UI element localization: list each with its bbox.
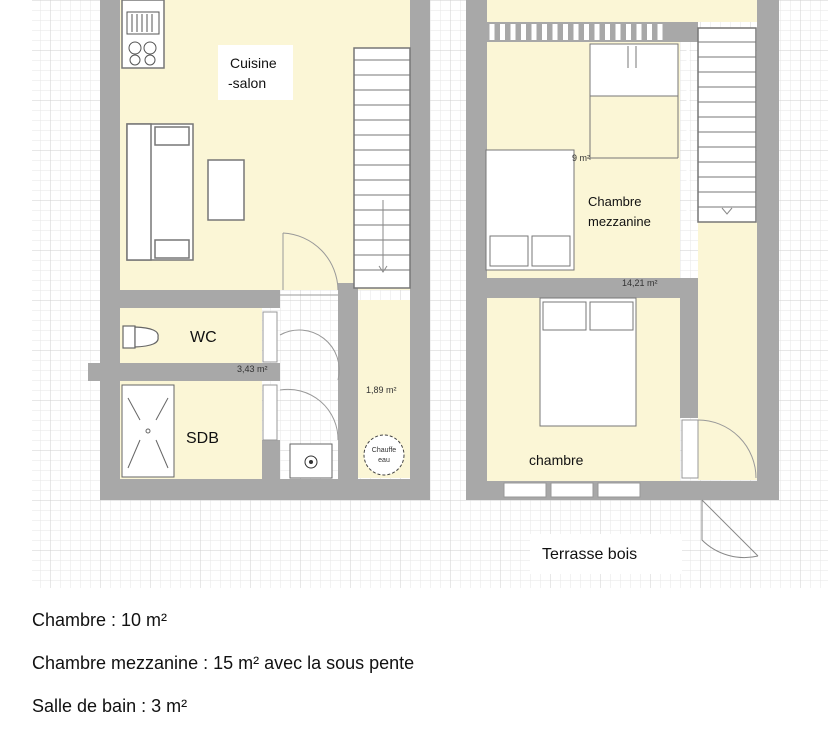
coffee-table [207, 159, 245, 221]
left-building: Cuisine -salon [88, 0, 430, 500]
area-legend: Chambre : 10 m² Chambre mezzanine : 15 m… [32, 600, 822, 729]
entry-door [701, 499, 759, 557]
left-walls [88, 0, 430, 500]
hob-burner [144, 54, 156, 66]
chambre-door-frame [681, 419, 699, 479]
right-building: 9 m² Chambre mezzanine 14,21 m² chambre [466, 0, 779, 559]
cuisine-label: Cuisine [230, 55, 277, 71]
wc-door-frame [262, 311, 278, 363]
mezz-partial-area: 9 m² [572, 153, 590, 163]
legend-sdb: Salle de bain : 3 m² [32, 696, 188, 716]
hob-burner [143, 41, 157, 55]
sdb-door-frame [262, 384, 278, 441]
corridor-floor [698, 222, 757, 480]
salon-label: -salon [228, 75, 266, 91]
chambre-door-swing [697, 419, 757, 479]
corridor-door-swing [279, 388, 339, 441]
wc-area-label: 3,43 m² [237, 364, 268, 374]
top-window [489, 24, 663, 40]
water-heater [363, 434, 405, 476]
wardrobe [589, 43, 679, 97]
wc-label: WC [190, 329, 217, 346]
mezzanine-label-2: mezzanine [588, 214, 651, 229]
drain-dot-icon [309, 460, 313, 464]
mezzanine-pillow [489, 235, 529, 267]
cuisine-door-swing [282, 232, 339, 291]
sdb-label: SDB [186, 430, 219, 447]
entry-door-swing [701, 500, 759, 559]
hob-burner [128, 41, 142, 55]
mezzanine-pillow [531, 235, 571, 267]
legend-mezzanine: Chambre mezzanine : 15 m² avec la sous p… [32, 653, 415, 673]
chambre-pillow [589, 301, 634, 331]
sofa [126, 123, 194, 261]
right-staircase [697, 27, 757, 223]
corridor-door-swing [279, 329, 340, 381]
mezzanine-label: Chambre [588, 194, 641, 209]
top-floor-strip [487, 0, 757, 22]
hob-burner [129, 54, 141, 66]
sink-grill [126, 11, 160, 35]
drain-icon [304, 455, 318, 469]
legend-chambre: Chambre : 10 m² [32, 610, 168, 630]
closet-area-label: 1,89 m² [366, 385, 397, 395]
toilet [122, 325, 159, 349]
chambre-pillow [542, 301, 587, 331]
water-heater-label: eau [378, 457, 390, 464]
left-staircase [353, 47, 411, 289]
water-heater-label: Chauffe [372, 447, 396, 454]
cuisine-label-box [218, 45, 293, 100]
floor-plan: Cuisine -salon [32, 0, 828, 588]
terrasse-label-box [530, 534, 682, 574]
terrace-doors [503, 482, 641, 498]
mezz-area-label: 14,21 m² [622, 278, 658, 288]
chambre-label: chambre [529, 452, 584, 468]
shower [121, 384, 175, 478]
terrasse-label: Terrasse bois [542, 546, 637, 563]
